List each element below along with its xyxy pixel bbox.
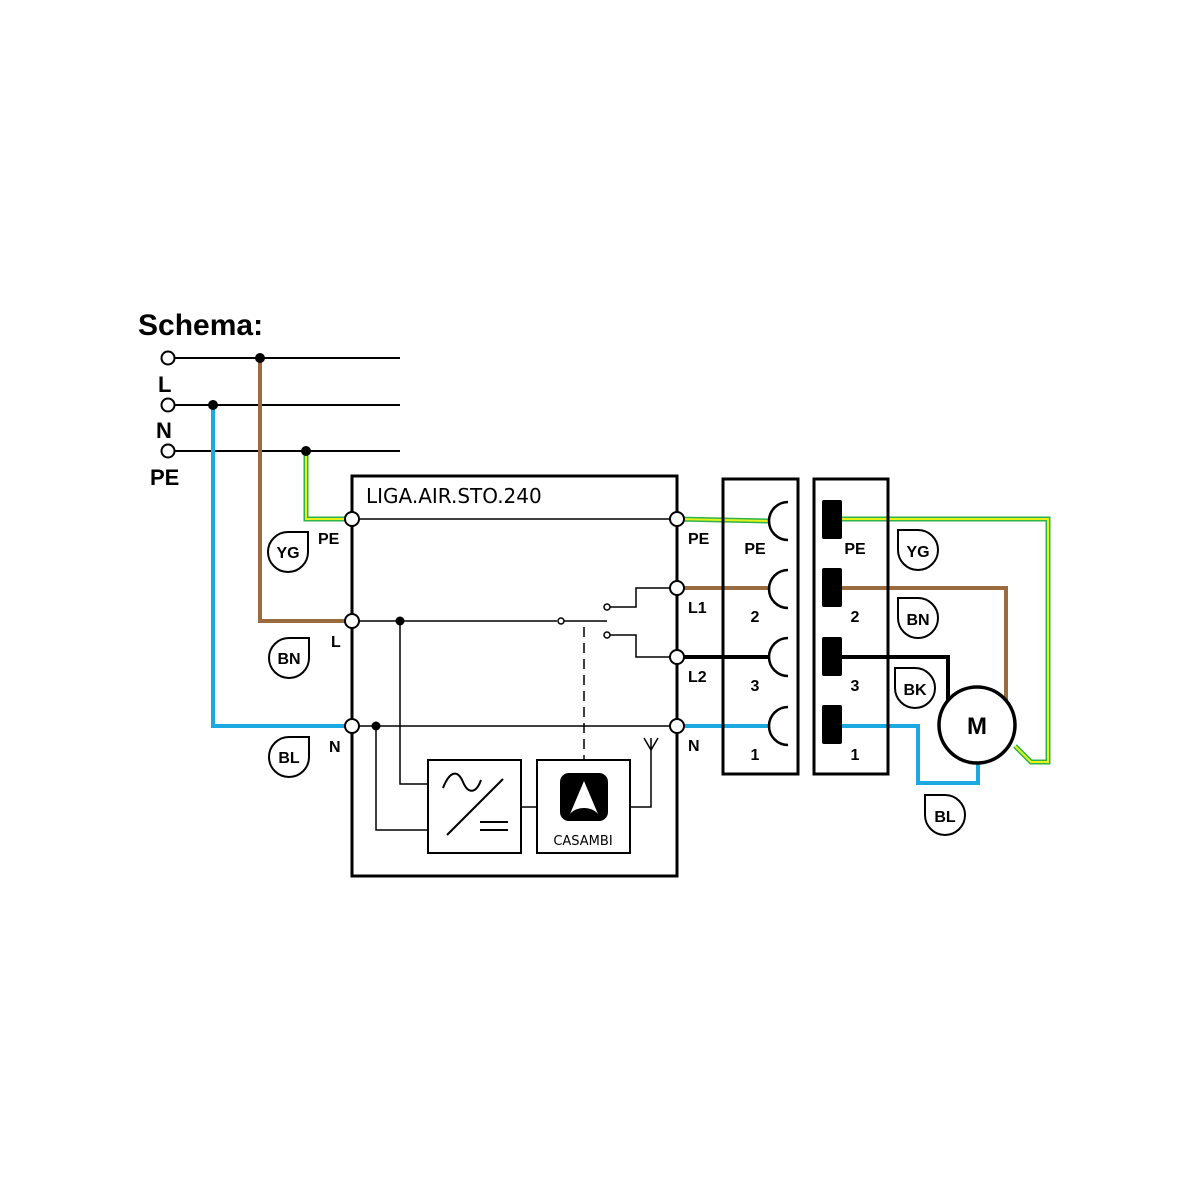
- relay-switch-icon: [557, 587, 677, 760]
- junction-n-icon: [208, 400, 218, 410]
- motor-wire-black: [840, 655, 950, 700]
- wire-blue-n: [211, 405, 352, 728]
- wire-green-pe: [303, 451, 352, 522]
- junction-pe-icon: [301, 446, 311, 456]
- pin-3-icon: [822, 637, 842, 676]
- connector-male: PE 2 3 1: [812, 477, 890, 776]
- device-right-label-n: N: [688, 738, 700, 755]
- socket-pe-icon: [767, 500, 789, 542]
- device-right-label-pe: PE: [688, 531, 710, 548]
- male-pin-pe: PE: [844, 541, 866, 558]
- pin-2-icon: [822, 568, 842, 607]
- male-pin-2: 2: [851, 609, 860, 626]
- pin-pe-icon: [822, 500, 842, 539]
- socket-1-icon: [767, 705, 789, 747]
- antenna-feed: [630, 748, 652, 808]
- left-wire-tags: YG BN BL: [267, 531, 310, 778]
- wire-brown-l: [258, 358, 352, 623]
- socket-2-icon: [767, 568, 789, 610]
- wire-tag-yg-right: YG: [897, 529, 939, 571]
- connector-female: PE 2 3 1: [721, 477, 800, 776]
- bus-label-l: L: [158, 372, 171, 397]
- device-terminal-pe-left: [344, 511, 360, 527]
- terminal-n-icon: [160, 397, 176, 413]
- device-left-label-n: N: [329, 739, 341, 756]
- terminal-pe-icon: [160, 443, 176, 459]
- bus-label-n: N: [156, 418, 172, 443]
- device-right-label-l1: L1: [688, 600, 707, 617]
- terminal-l-icon: [160, 350, 176, 366]
- wire-tag-bl-right: BL: [924, 794, 966, 836]
- tag-shape-icon: [924, 794, 966, 836]
- tag-shape-icon: [894, 667, 936, 709]
- device-terminal-l1: [669, 580, 685, 596]
- female-pin-1: 1: [751, 747, 760, 764]
- motor-wire-brown: [840, 586, 1008, 702]
- wire-tag-bl-left: BL: [268, 736, 310, 778]
- motor-icon: [937, 685, 1017, 765]
- device-left-label-pe: PE: [318, 531, 340, 548]
- wire-tag-bn-right-text: BN: [906, 612, 929, 629]
- motor-wires: [840, 516, 1051, 785]
- device-left-label-l: L: [331, 634, 341, 651]
- device-right-label-l2: L2: [688, 669, 707, 686]
- wire-yellow-pe-stripe: [305, 451, 352, 520]
- motor-label: M: [967, 713, 987, 740]
- device-name: LIGA.AIR.STO.240: [366, 484, 542, 508]
- wire-tag-bl-right-text: BL: [934, 809, 956, 826]
- wire-tag-bk: BK: [894, 667, 936, 709]
- female-pin-2: 2: [751, 609, 760, 626]
- device-terminal-l-left: [344, 613, 360, 629]
- pin-1-icon: [822, 705, 842, 744]
- female-pin-pe: PE: [744, 541, 766, 558]
- device-terminal-n-left: [344, 718, 360, 734]
- page-title: Schema:: [138, 309, 263, 342]
- wire-tag-bn-right: BN: [897, 597, 939, 639]
- wire-tag-bn-left: BN: [268, 637, 310, 679]
- female-pin-3: 3: [751, 678, 760, 695]
- wire-tag-bn-left-text: BN: [277, 651, 300, 668]
- socket-3-icon: [767, 636, 789, 678]
- wire-tag-yg: YG: [267, 531, 309, 573]
- connector-female-outline: [721, 477, 800, 776]
- feed-wires: [208, 353, 352, 728]
- motor-wire-blue: [840, 724, 980, 785]
- device-terminal-pe-right: [669, 511, 685, 527]
- wire-tag-bk-text: BK: [903, 682, 927, 699]
- wire-tag-yg-text: YG: [276, 545, 299, 562]
- wire-tag-yg-right-text: YG: [906, 544, 929, 561]
- male-pin-1: 1: [851, 747, 860, 764]
- connector-male-outline: [812, 477, 890, 776]
- right-wire-tags: YG BN BK BL: [894, 529, 966, 836]
- device-right-terminals: PE L1 L2 N: [669, 511, 710, 755]
- tag-shape-icon: [268, 736, 310, 778]
- bus-label-pe: PE: [150, 465, 179, 490]
- device-terminal-l2: [669, 649, 685, 665]
- device-outline: [350, 474, 679, 878]
- device-box: LIGA.AIR.STO.240: [318, 474, 679, 878]
- motor: M: [937, 685, 1017, 765]
- junction-l-icon: [255, 353, 265, 363]
- tag-shape-icon: [897, 597, 939, 639]
- tag-shape-icon: [897, 529, 939, 571]
- casambi-label: CASAMBI: [553, 834, 612, 849]
- motor-wire-yellow-stripe: [840, 518, 1049, 763]
- device-terminal-n-right: [669, 718, 685, 734]
- supply-bus: L N PE: [150, 350, 400, 490]
- casambi-module: CASAMBI: [536, 737, 659, 854]
- antenna-icon: [643, 737, 659, 752]
- wire-tag-bl-left-text: BL: [278, 750, 300, 767]
- male-pin-3: 3: [851, 678, 860, 695]
- tag-shape-icon: [267, 531, 309, 573]
- converter-block: [375, 621, 537, 854]
- tag-shape-icon: [268, 637, 310, 679]
